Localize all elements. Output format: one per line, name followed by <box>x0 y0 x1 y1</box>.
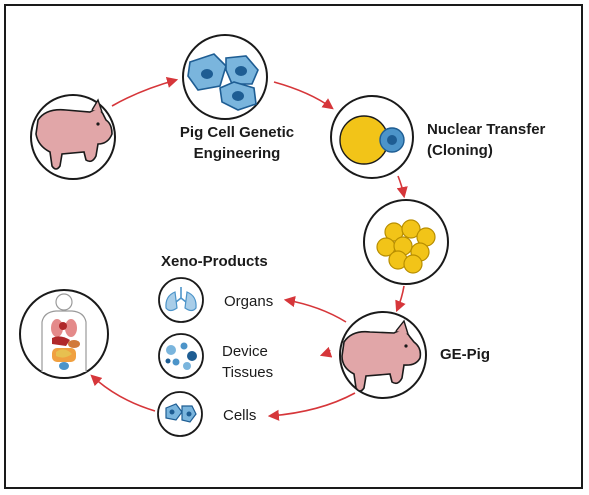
figure-frame <box>4 4 583 489</box>
arrow-nuclear-to-embryo <box>396 175 408 199</box>
arrow-cells-to-nuclear <box>273 81 334 110</box>
arrow-gepig-to-organs <box>283 296 347 323</box>
cells-icon <box>157 391 203 437</box>
xeno-products-title: Xeno-Products <box>161 253 268 270</box>
ge-pig-label: GE-Pig <box>440 346 490 363</box>
human-body-icon <box>19 289 109 379</box>
arrow-pig-to-cells <box>111 77 179 107</box>
step2-label-line2: (Cloning) <box>427 142 493 159</box>
arrow-gepig-to-device <box>319 346 333 358</box>
organs-label: Organs <box>224 293 273 310</box>
step1-label-line2: Engineering <box>194 145 281 162</box>
pig-icon <box>30 94 116 180</box>
nuclear-transfer-icon <box>330 95 414 179</box>
embryo-icon <box>363 199 449 285</box>
process-arrows <box>90 77 408 421</box>
arrow-embryo-to-gepig <box>395 285 406 313</box>
step1-label-line1: Pig Cell Genetic <box>180 124 294 141</box>
cell-cluster-icon <box>182 34 268 120</box>
tissue-icon <box>158 333 204 379</box>
ge-pig-icon <box>339 311 427 399</box>
cells-label: Cells <box>223 407 256 424</box>
device-label-line2: Tissues <box>222 364 273 381</box>
step2-label-line1: Nuclear Transfer <box>427 121 546 138</box>
arrow-gepig-to-cells <box>267 392 356 421</box>
device-label-line1: Device <box>222 343 268 360</box>
arrow-cells-to-human <box>90 374 156 412</box>
lungs-icon <box>158 277 204 323</box>
